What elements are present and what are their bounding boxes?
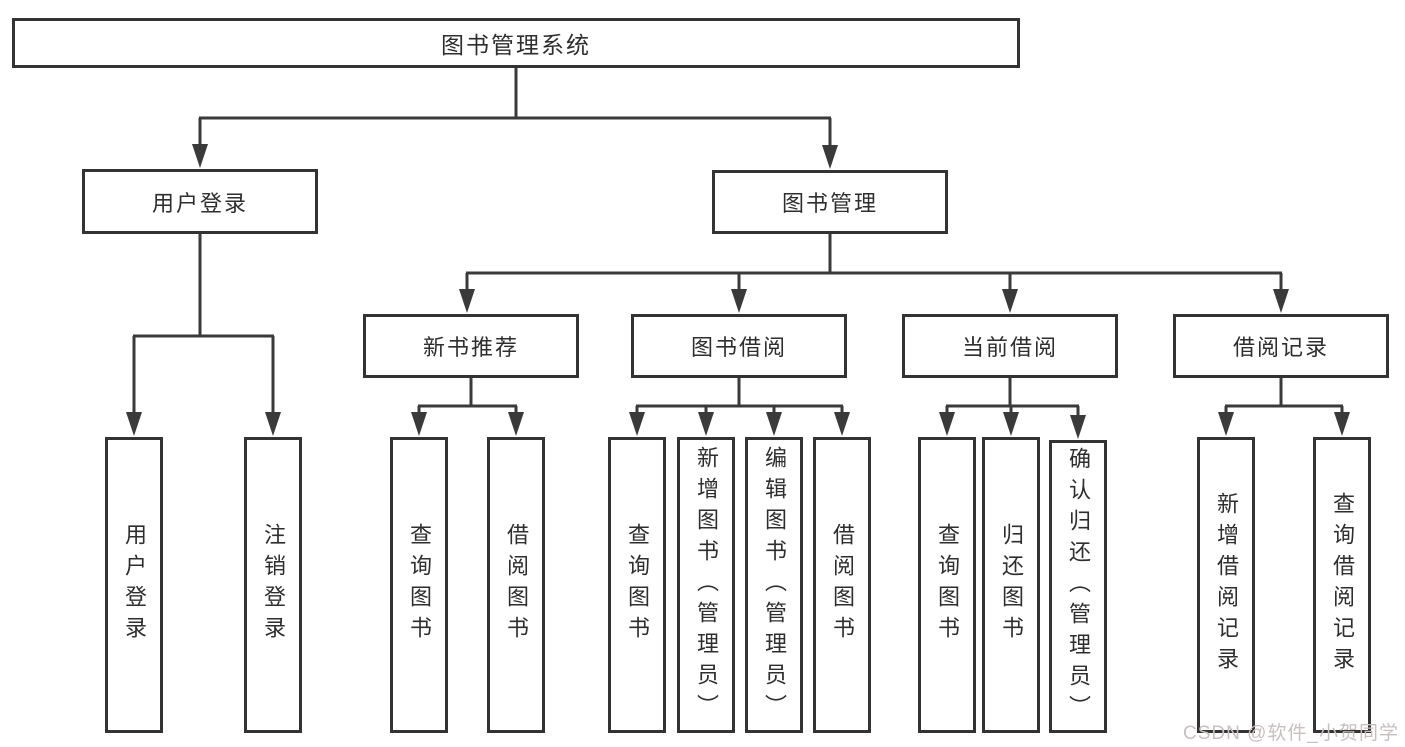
leaf-current-confirm-return-admin: 确认归还（管理员） (1049, 440, 1107, 733)
leaf-logout-label: 注销登录 (261, 523, 286, 647)
node-book-borrow: 图书借阅 (631, 314, 847, 378)
leaf-records-add-borrow-record-label: 新增借阅记录 (1214, 492, 1239, 678)
leaf-recommend-query-books: 查询图书 (390, 437, 448, 733)
node-new-book-recommend: 新书推荐 (363, 314, 579, 378)
leaf-user-login: 用户登录 (105, 437, 163, 733)
leaf-borrow-edit-books-admin-label: 编辑图书（管理员） (762, 445, 787, 725)
leaf-borrow-borrow-books-label: 借阅图书 (830, 523, 855, 647)
leaf-borrow-query-books: 查询图书 (608, 437, 666, 733)
leaf-current-query-books: 查询图书 (918, 437, 976, 733)
leaf-borrow-query-books-label: 查询图书 (625, 523, 650, 647)
node-book-management: 图书管理 (712, 170, 948, 234)
node-borrow-records-label: 借阅记录 (1232, 335, 1329, 360)
leaf-current-confirm-return-admin-label: 确认归还（管理员） (1066, 447, 1091, 726)
node-root: 图书管理系统 (12, 18, 1020, 68)
leaf-recommend-query-books-label: 查询图书 (407, 523, 432, 647)
node-new-book-recommend-label: 新书推荐 (422, 335, 519, 360)
leaf-user-login-label: 用户登录 (122, 523, 147, 647)
node-user-login: 用户登录 (82, 169, 318, 234)
leaf-records-query-borrow-record-label: 查询借阅记录 (1330, 492, 1355, 678)
node-current-borrow-label: 当前借阅 (961, 335, 1058, 360)
leaf-records-add-borrow-record: 新增借阅记录 (1197, 437, 1255, 733)
node-book-borrow-label: 图书借阅 (690, 335, 787, 360)
leaf-borrow-borrow-books: 借阅图书 (813, 437, 871, 733)
leaf-recommend-borrow-books-label: 借阅图书 (504, 523, 529, 647)
leaf-borrow-edit-books-admin: 编辑图书（管理员） (745, 437, 803, 733)
leaf-records-query-borrow-record: 查询借阅记录 (1313, 437, 1371, 733)
leaf-borrow-add-books-admin: 新增图书（管理员） (677, 437, 735, 733)
node-borrow-records: 借阅记录 (1173, 314, 1389, 378)
leaf-current-query-books-label: 查询图书 (935, 523, 960, 647)
leaf-recommend-borrow-books: 借阅图书 (487, 437, 545, 733)
node-user-login-label: 用户登录 (151, 190, 248, 216)
csdn-watermark: CSDN @软件_小贺同学 (1183, 723, 1399, 744)
node-root-label: 图书管理系统 (441, 32, 591, 58)
node-current-borrow: 当前借阅 (902, 314, 1118, 378)
leaf-borrow-add-books-admin-label: 新增图书（管理员） (694, 445, 719, 725)
node-book-management-label: 图书管理 (781, 191, 878, 216)
leaf-current-return-books: 归还图书 (982, 437, 1040, 733)
leaf-logout: 注销登录 (244, 437, 302, 733)
leaf-current-return-books-label: 归还图书 (999, 523, 1024, 647)
